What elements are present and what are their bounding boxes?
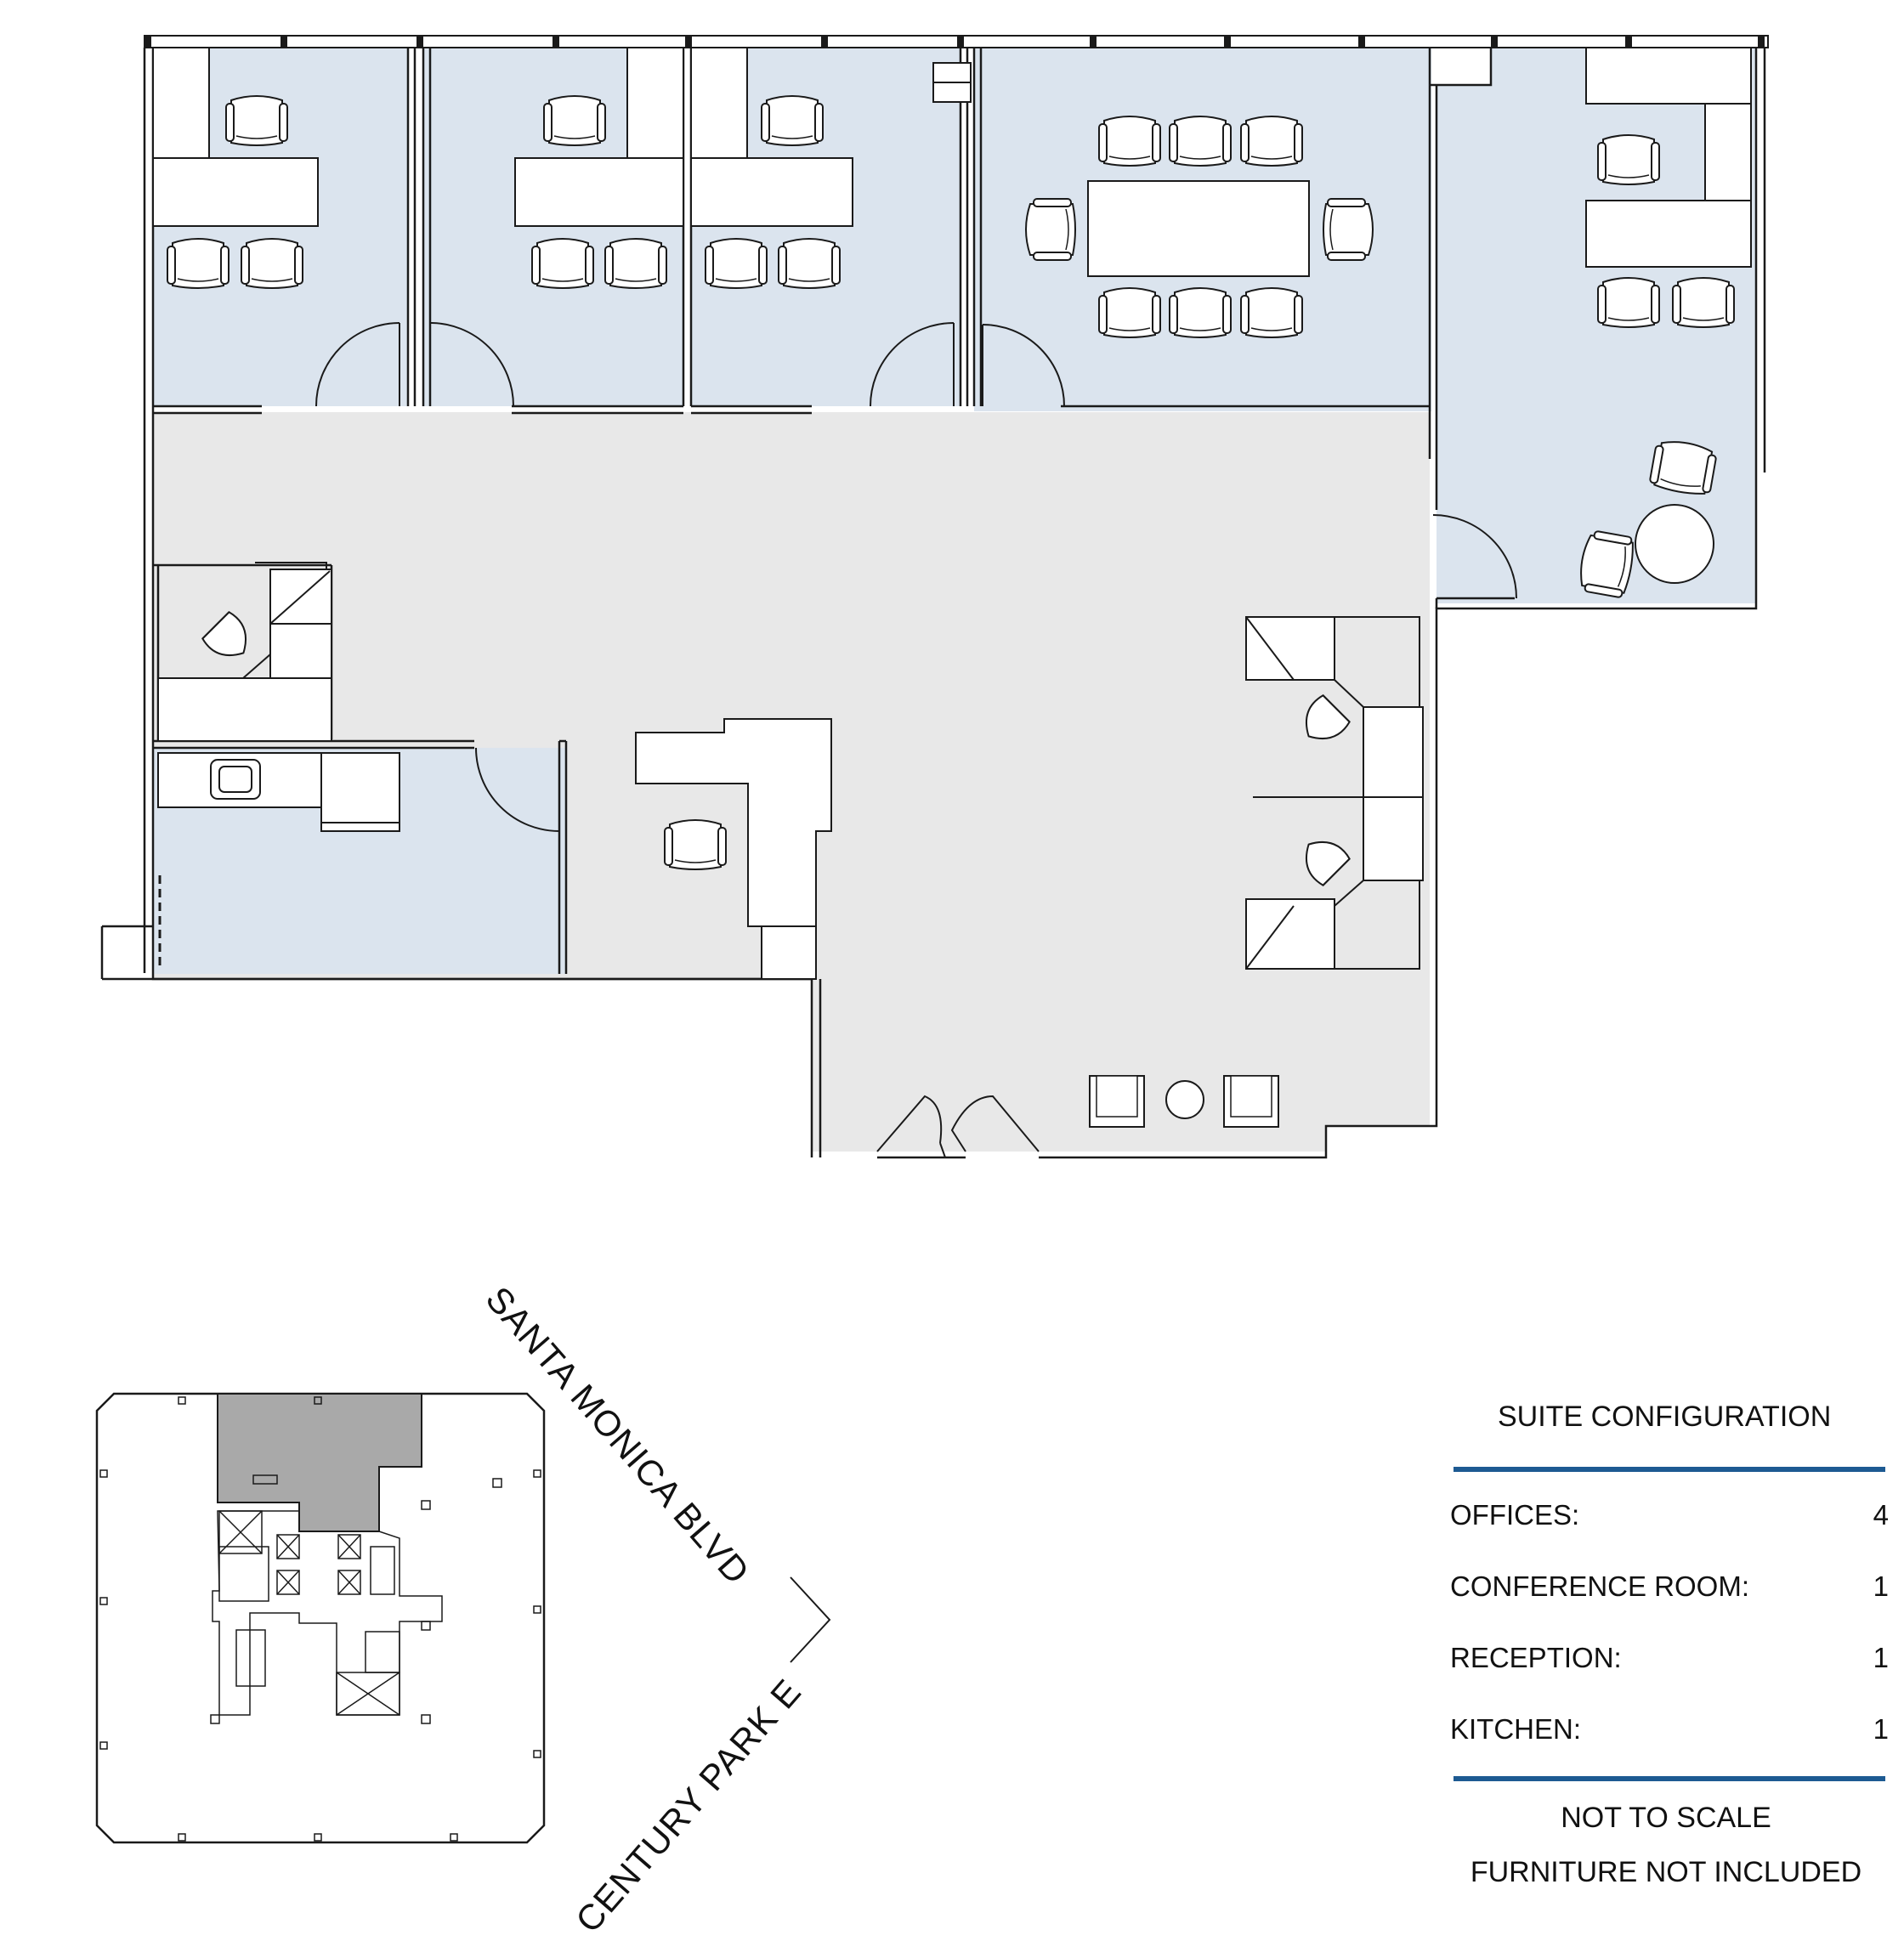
- conference-table: [1087, 180, 1310, 277]
- lobby-seating: [1089, 1075, 1279, 1128]
- kitchen-counter: [157, 752, 400, 832]
- window-wall: [144, 35, 1769, 48]
- suite-floor-plan: [100, 35, 1769, 1159]
- reception-desk: [635, 718, 832, 927]
- corner-office-cabinet: [1704, 103, 1752, 201]
- config-value: 4: [1873, 1499, 1889, 1531]
- note-furniture: FURNITURE NOT INCLUDED: [1470, 1856, 1862, 1888]
- exterior-walls: [100, 48, 1766, 1159]
- round-meeting-table: [1635, 504, 1714, 584]
- workstation-left: [157, 562, 332, 742]
- config-value: 1: [1873, 1570, 1889, 1602]
- suite-configuration-title: SUITE CONFIGURATION: [1498, 1401, 1832, 1433]
- config-label: RECEPTION:: [1450, 1642, 1622, 1673]
- corner-office-credenza: [1585, 47, 1752, 105]
- config-label: CONFERENCE ROOM:: [1450, 1570, 1750, 1602]
- workstations-right: [1245, 616, 1424, 970]
- street-leader-line: [790, 1576, 831, 1663]
- office-1-credenza: [152, 47, 210, 159]
- window-mullions: [144, 36, 1765, 48]
- refrigerator: [320, 752, 400, 832]
- reception-desk-return: [761, 925, 817, 980]
- key-plan: [95, 1392, 831, 1844]
- corner-office-desk: [1585, 200, 1752, 268]
- office-3-credenza: [690, 47, 748, 159]
- note-not-to-scale: NOT TO SCALE: [1561, 1802, 1771, 1834]
- office-1-desk: [152, 157, 319, 227]
- config-value: 1: [1873, 1642, 1889, 1673]
- config-label: KITCHEN:: [1450, 1713, 1582, 1745]
- config-value: 1: [1873, 1713, 1889, 1745]
- doors: [315, 322, 1517, 1158]
- config-label: OFFICES:: [1450, 1499, 1580, 1531]
- reception-chair: [664, 819, 727, 870]
- office-2-desk: [514, 157, 684, 227]
- office-2-credenza: [626, 47, 684, 159]
- bottom-rule: [1454, 1776, 1885, 1781]
- key-plan-core: [99, 1396, 541, 1842]
- office-3-desk: [690, 157, 853, 227]
- top-rule: [1454, 1467, 1885, 1472]
